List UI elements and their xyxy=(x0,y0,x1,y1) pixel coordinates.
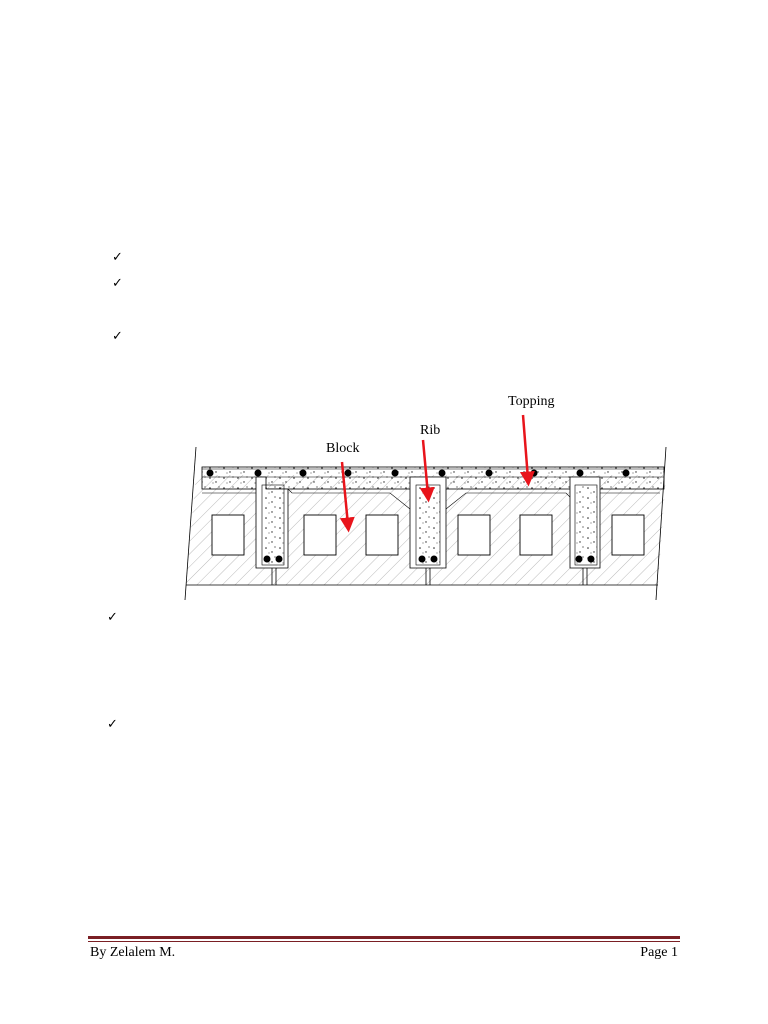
arrow-topping xyxy=(519,414,535,487)
check-bullet-2: ✓ xyxy=(112,276,123,291)
block-voids xyxy=(211,514,645,556)
check-bullet-1: ✓ xyxy=(112,250,123,265)
check-bullet-5: ✓ xyxy=(107,717,118,732)
label-rib: Rib xyxy=(420,423,440,438)
block-outlines xyxy=(202,488,660,510)
label-block: Block xyxy=(326,441,359,456)
rib-3 xyxy=(569,476,601,585)
check-bullet-4: ✓ xyxy=(107,610,118,625)
leader-arrows xyxy=(339,414,535,533)
rib-1 xyxy=(255,476,289,585)
ribbed-slab-section-figure: Topping Rib Block xyxy=(184,394,667,601)
footer-rule-thick xyxy=(88,936,680,939)
arrow-rib xyxy=(419,439,435,503)
footer-page-number: Page 1 xyxy=(640,945,678,960)
check-bullet-3: ✓ xyxy=(112,329,123,344)
label-topping: Topping xyxy=(508,394,554,409)
footer-rule-thin xyxy=(88,941,680,942)
footer-author: By Zelalem M. xyxy=(90,945,176,960)
arrow-block xyxy=(339,461,355,533)
